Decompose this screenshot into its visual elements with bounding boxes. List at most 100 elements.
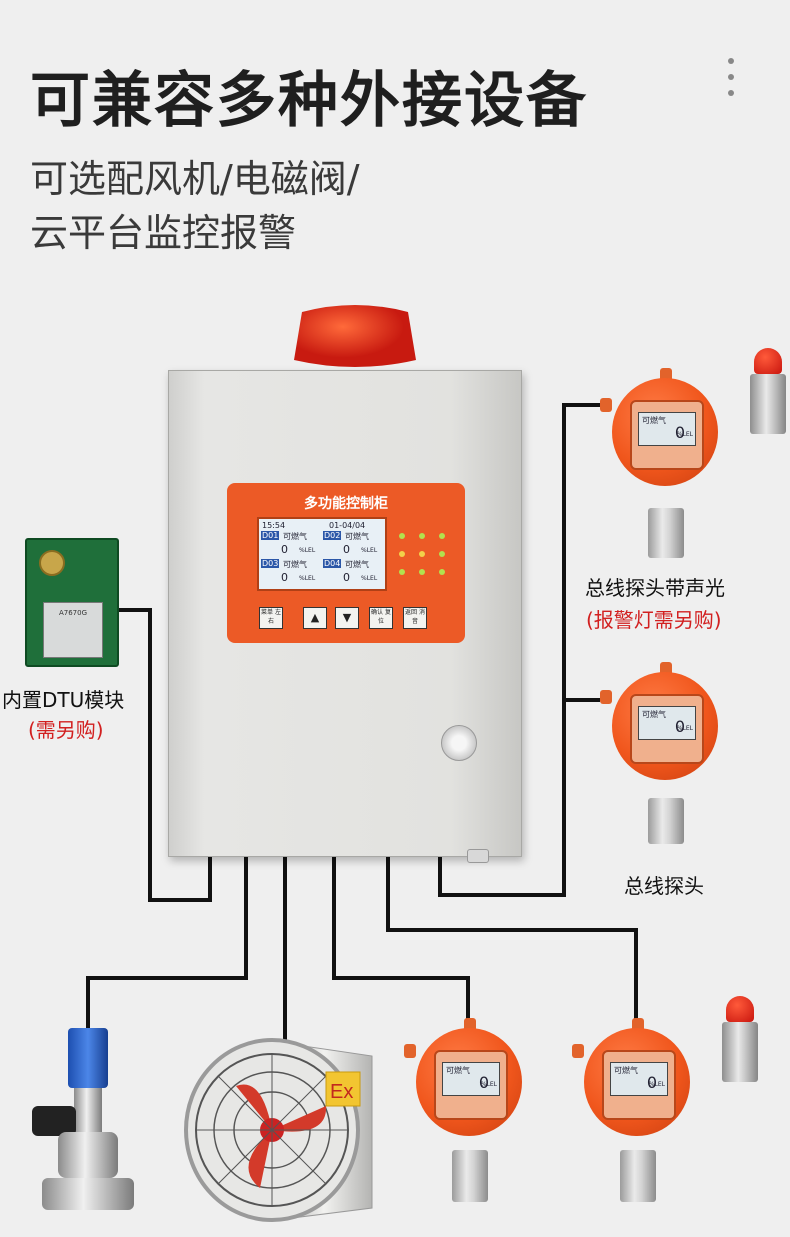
bus-detector-with-alarm: 可燃气 0 %LEL [600,368,730,558]
up-button[interactable]: ▲ [303,607,327,629]
detector-sensor-head [648,508,684,558]
detector-sensor-head [452,1150,488,1202]
lcd-gas-name: 可燃气 [283,532,307,541]
detector-window: 可燃气 0 %LEL [630,400,704,470]
detector-ear [404,1044,416,1058]
dtu-antenna-icon [39,550,65,576]
detector-value: 0 [674,423,685,442]
bottom-right-detector-cable [386,855,638,1020]
status-led [439,569,445,575]
lock-icon[interactable] [441,725,477,761]
lcd-value: 0 [343,571,350,584]
detector-screen: 可燃气 0 %LEL [610,1062,668,1096]
lcd-gas-name: 可燃气 [283,560,307,569]
dtu-chip-text: A7670G [58,609,88,617]
subtitle-line-1: 可选配风机/电磁阀/ [30,157,360,201]
lcd-unit: %LEL [299,547,316,554]
panel-title: 多功能控制柜 [304,496,388,512]
solenoid-valve-icon [32,1028,134,1210]
detector-sensor-head [620,1150,656,1202]
lcd-channel-id: D01 [261,531,280,540]
detector-value: 0 [478,1073,489,1092]
top-detector-note: (报警灯需另购) [586,608,722,632]
detector-gas: 可燃气 [446,1066,470,1075]
lcd-time: 15:54 [262,521,286,530]
status-led [439,551,445,557]
status-led [399,551,405,557]
bus-detector-with-alarm: 可燃气 0 %LEL [572,1018,702,1202]
detector-window: 可燃气 0 %LEL [630,694,704,764]
more-menu-icon[interactable] [726,58,736,106]
cable-gland-icon [467,849,489,863]
bottom-left-detector-cable [332,855,470,1020]
page-title: 可兼容多种外接设备 [30,66,588,136]
lcd-screen: 15:54 01-04/04 D01 可燃气 0 %LEL D02 可燃气 0 … [257,517,387,591]
detector-screen: 可燃气 0 %LEL [442,1062,500,1096]
lcd-channel-id: D03 [261,559,280,568]
detector-window: 可燃气 0 %LEL [434,1050,508,1120]
alarm-beacon-icon [294,305,416,367]
top-detector-label: 总线探头带声光 [585,576,725,600]
status-led [419,569,425,575]
detector-value: 0 [674,717,685,736]
lcd-channel-id: D04 [323,559,342,568]
detector-housing: 可燃气 0 %LEL [612,378,718,486]
lcd-gas-name: 可燃气 [345,532,369,541]
status-led [419,533,425,539]
detector-unit: %LEL [676,431,693,438]
detector-window: 可燃气 0 %LEL [602,1050,676,1120]
dtu-module: A7670G [25,538,119,667]
control-panel: 多功能控制柜 15:54 01-04/04 D01 可燃气 0 %LEL D02… [227,483,465,643]
lcd-unit: %LEL [361,547,378,554]
detector-sensor-head [648,798,684,844]
detector-value: 0 [646,1073,657,1092]
dtu-chip-icon: A7670G [43,602,103,658]
detector-unit: %LEL [480,1081,497,1088]
lcd-value: 0 [281,571,288,584]
status-led [399,569,405,575]
status-led [419,551,425,557]
valve-cable [86,855,248,1030]
detector-housing: 可燃气 0 %LEL [416,1028,522,1136]
ex-badge-text: Ex [330,1081,353,1103]
status-led [439,533,445,539]
lcd-value: 0 [281,543,288,556]
alarm-lamp-icon [720,996,760,1086]
alarm-lamp-icon [748,348,788,438]
detector-ear [600,690,612,704]
mid-detector-label: 总线探头 [624,874,704,898]
detector-housing: 可燃气 0 %LEL [612,672,718,780]
dtu-label: 内置DTU模块 [2,688,125,712]
detector-ear [572,1044,584,1058]
lcd-channel-id: D02 [323,531,342,540]
detector-housing: 可燃气 0 %LEL [584,1028,690,1136]
back-button[interactable]: 返回 消音 [403,607,427,629]
detector-ear [600,398,612,412]
lcd-gas-name: 可燃气 [345,560,369,569]
dtu-cable [115,608,212,902]
detector-unit: %LEL [648,1081,665,1088]
detector-screen: 可燃气 0 %LEL [638,412,696,446]
confirm-button[interactable]: 确认 复位 [369,607,393,629]
menu-button[interactable]: 菜单 左右 [259,607,283,629]
bus-detector: 可燃气 0 %LEL [404,1018,534,1202]
detector-gas: 可燃气 [642,416,666,425]
bus-detector: 可燃气 0 %LEL [600,662,730,844]
lcd-unit: %LEL [299,575,316,582]
detector-gas: 可燃气 [614,1066,638,1075]
detector-screen: 可燃气 0 %LEL [638,706,696,740]
lcd-unit: %LEL [361,575,378,582]
lcd-value: 0 [343,543,350,556]
status-led [399,533,405,539]
dtu-note: (需另购) [28,718,104,742]
control-cabinet: 多功能控制柜 15:54 01-04/04 D01 可燃气 0 %LEL D02… [168,370,522,863]
exhaust-fan-icon: Ex [184,1038,373,1222]
subtitle-line-2: 云平台监控报警 [30,211,297,255]
top-detector-cable [438,403,600,897]
detector-unit: %LEL [676,725,693,732]
detector-gas: 可燃气 [642,710,666,719]
lcd-date: 01-04/04 [329,521,366,530]
down-button[interactable]: ▼ [335,607,359,629]
